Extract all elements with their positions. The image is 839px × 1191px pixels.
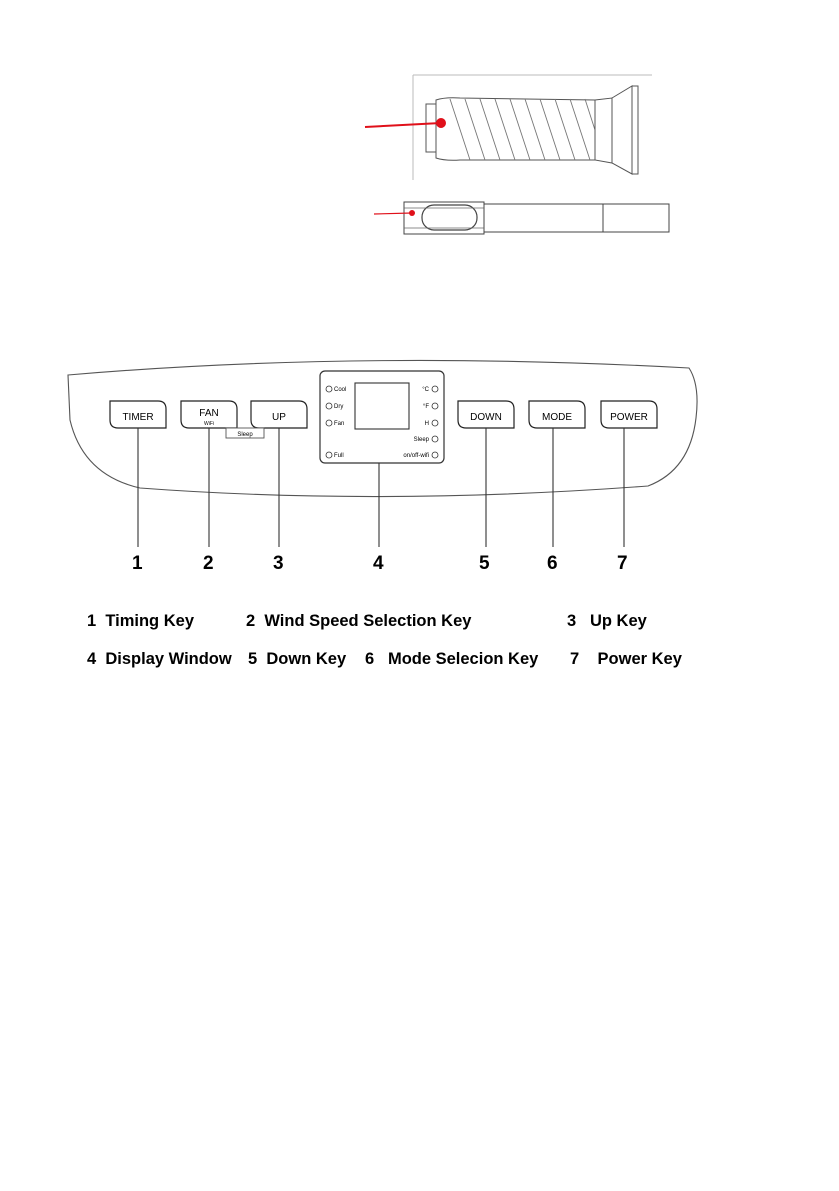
down-button[interactable]: DOWN [458, 401, 514, 428]
power-button[interactable]: POWER [601, 401, 657, 428]
indicator-fan: Fan [334, 421, 344, 427]
callout-3: 3 [273, 553, 284, 575]
legend-item-2: 2 Wind Speed Selection Key [246, 612, 471, 631]
legend-item-1: 1 Timing Key [87, 612, 194, 631]
fan-button[interactable]: FAN WiFi [181, 401, 237, 428]
indicator-h: H [425, 421, 429, 427]
display-window: Cool Dry Fan Full °C °F H Sleep on/off-w… [320, 371, 444, 463]
down-button-label: DOWN [470, 412, 502, 423]
control-panel-diagram: TIMER FAN WiFi UP Sleep Cool Dry Fan Ful… [0, 0, 839, 600]
callout-5: 5 [479, 553, 490, 575]
legend-item-6: 6 Mode Selecion Key [365, 650, 538, 669]
indicator-fahrenheit: °F [423, 404, 429, 410]
mode-button[interactable]: MODE [529, 401, 585, 428]
indicator-cool: Cool [334, 387, 346, 393]
fan-button-label: FAN [199, 408, 218, 419]
mode-button-label: MODE [542, 412, 572, 423]
callout-1: 1 [132, 553, 143, 575]
legend-item-4: 4 Display Window [87, 650, 232, 669]
callout-4: 4 [373, 553, 384, 575]
indicator-dry: Dry [334, 404, 343, 410]
timer-button-label: TIMER [122, 412, 153, 423]
up-button-label: UP [272, 412, 286, 423]
legend-item-7: 7 Power Key [570, 650, 682, 669]
sleep-bracket-label: Sleep [237, 432, 253, 438]
legend-item-3: 3 Up Key [567, 612, 647, 631]
indicator-onoff-wifi: on/off-wifi [403, 453, 429, 459]
timer-button[interactable]: TIMER [110, 401, 166, 428]
power-button-label: POWER [610, 412, 648, 423]
indicator-full: Full [334, 453, 344, 459]
up-button[interactable]: UP [251, 401, 307, 428]
indicator-sleep: Sleep [414, 437, 430, 443]
callout-6: 6 [547, 553, 558, 575]
fan-button-sublabel: WiFi [204, 421, 214, 427]
callout-7: 7 [617, 553, 628, 575]
callout-2: 2 [203, 553, 214, 575]
sleep-bracket: Sleep [226, 428, 264, 438]
legend-item-5: 5 Down Key [248, 650, 346, 669]
indicator-celsius: °C [422, 387, 429, 393]
